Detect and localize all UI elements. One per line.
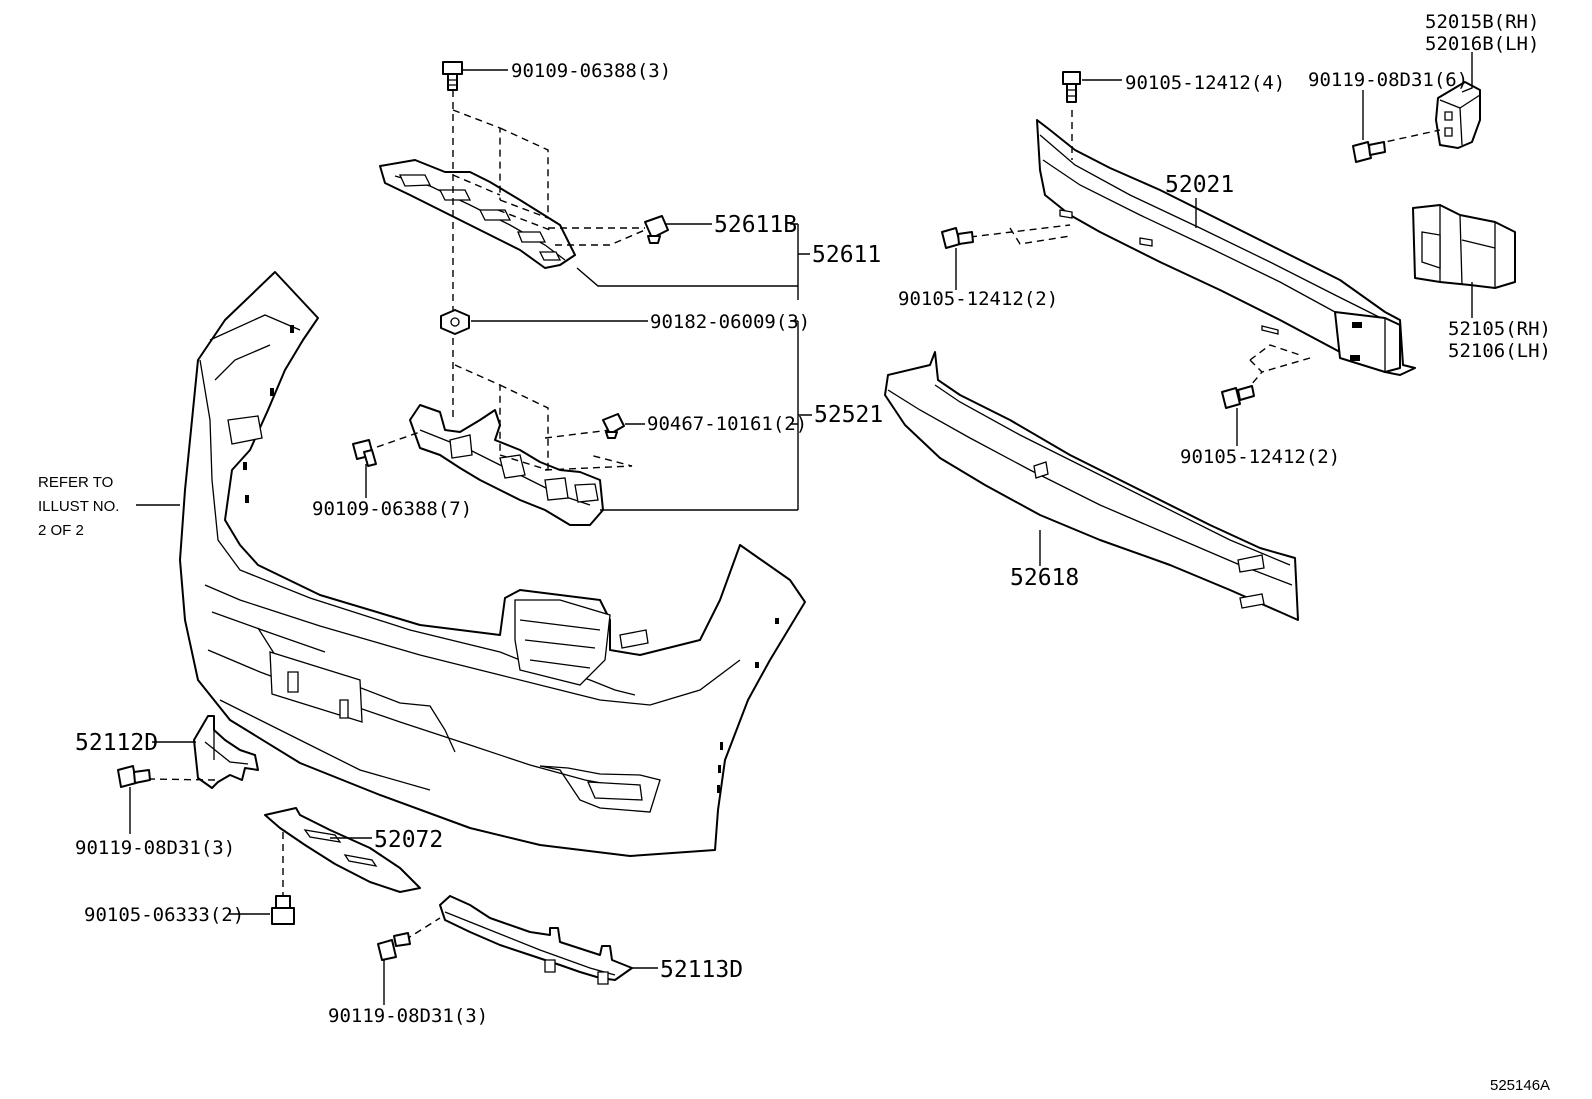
note-line-2: ILLUST NO. (38, 498, 119, 515)
energy-absorber-52618[interactable] (884, 351, 1299, 621)
note-line-3: 2 OF 2 (38, 522, 84, 539)
label-bolt-90119-08D31-3a: 90119-08D31(3) (75, 837, 235, 859)
bumper-upper-support-52611[interactable] (379, 159, 576, 269)
note-line-1: REFER TO (38, 474, 113, 491)
label-52072: 52072 (374, 827, 443, 853)
label-bolt-90119-08D31-3b: 90119-08D31(3) (328, 1005, 488, 1027)
label-52113D: 52113D (660, 957, 743, 983)
bumper-lower-support-52521[interactable] (409, 404, 604, 526)
label-52112D: 52112D (75, 730, 158, 756)
label-bolt-90119-08D31-6: 90119-08D31(6) (1308, 69, 1468, 91)
nut-90182-06009-icon[interactable] (440, 309, 470, 335)
label-52106-lh: 52106(LH) (1448, 340, 1551, 362)
label-52105-rh: 52105(RH) (1448, 318, 1551, 340)
label-nut-90182-06009: 90182-06009(3) (650, 311, 810, 333)
bolt-90105-12412-right-icon[interactable] (1221, 385, 1255, 409)
clip-52611B-icon[interactable] (644, 215, 669, 244)
bolt-90119-08D31-3a-icon[interactable] (117, 765, 151, 788)
bolt-90105-12412-top-icon[interactable] (1062, 71, 1081, 103)
front-bumper-cover[interactable] (179, 271, 806, 857)
bolt-90109-06388-top-icon[interactable] (442, 61, 463, 91)
label-52611: 52611 (812, 242, 881, 268)
under-cover-52072[interactable] (264, 807, 421, 893)
bracket-52113D[interactable] (439, 895, 633, 985)
bolt-90105-12412-left-icon[interactable] (941, 227, 974, 249)
label-52016B-lh: 52016B(LH) (1425, 33, 1539, 55)
label-52021: 52021 (1165, 172, 1234, 198)
bracket-52112D[interactable] (193, 715, 259, 789)
bracket-52015B-52016B[interactable] (1435, 81, 1481, 149)
label-52611B: 52611B (714, 212, 797, 238)
label-bolt-90105-12412-2b: 90105-12412(2) (1180, 446, 1340, 468)
label-bolt-90109-06388-7: 90109-06388(7) (312, 498, 472, 520)
clip-90467-10161-icon[interactable] (602, 413, 625, 439)
label-52521: 52521 (814, 402, 883, 428)
label-52015B-rh: 52015B(RH) (1425, 11, 1539, 33)
label-bolt-90105-12412-4: 90105-12412(4) (1125, 72, 1285, 94)
bolt-90109-06388-side-icon[interactable] (352, 439, 377, 467)
leader-lines (129, 52, 1473, 1005)
bracket-52105-52106[interactable] (1412, 204, 1516, 289)
label-bolt-90105-12412-2a: 90105-12412(2) (898, 288, 1058, 310)
diagram-id: 525146A (1490, 1077, 1550, 1094)
label-52618: 52618 (1010, 565, 1079, 591)
bolt-90105-06333-icon[interactable] (271, 895, 295, 925)
bolt-90119-08D31-3b-icon[interactable] (377, 932, 411, 961)
label-bolt-90109-06388-top: 90109-06388(3) (511, 60, 671, 82)
label-bolt-90105-06333: 90105-06333(2) (84, 904, 244, 926)
label-clip-90467-10161: 90467-10161(2) (647, 413, 807, 435)
bolt-90119-08D31-6-icon[interactable] (1352, 141, 1386, 163)
bumper-reinforcement-52021[interactable] (1036, 119, 1416, 376)
